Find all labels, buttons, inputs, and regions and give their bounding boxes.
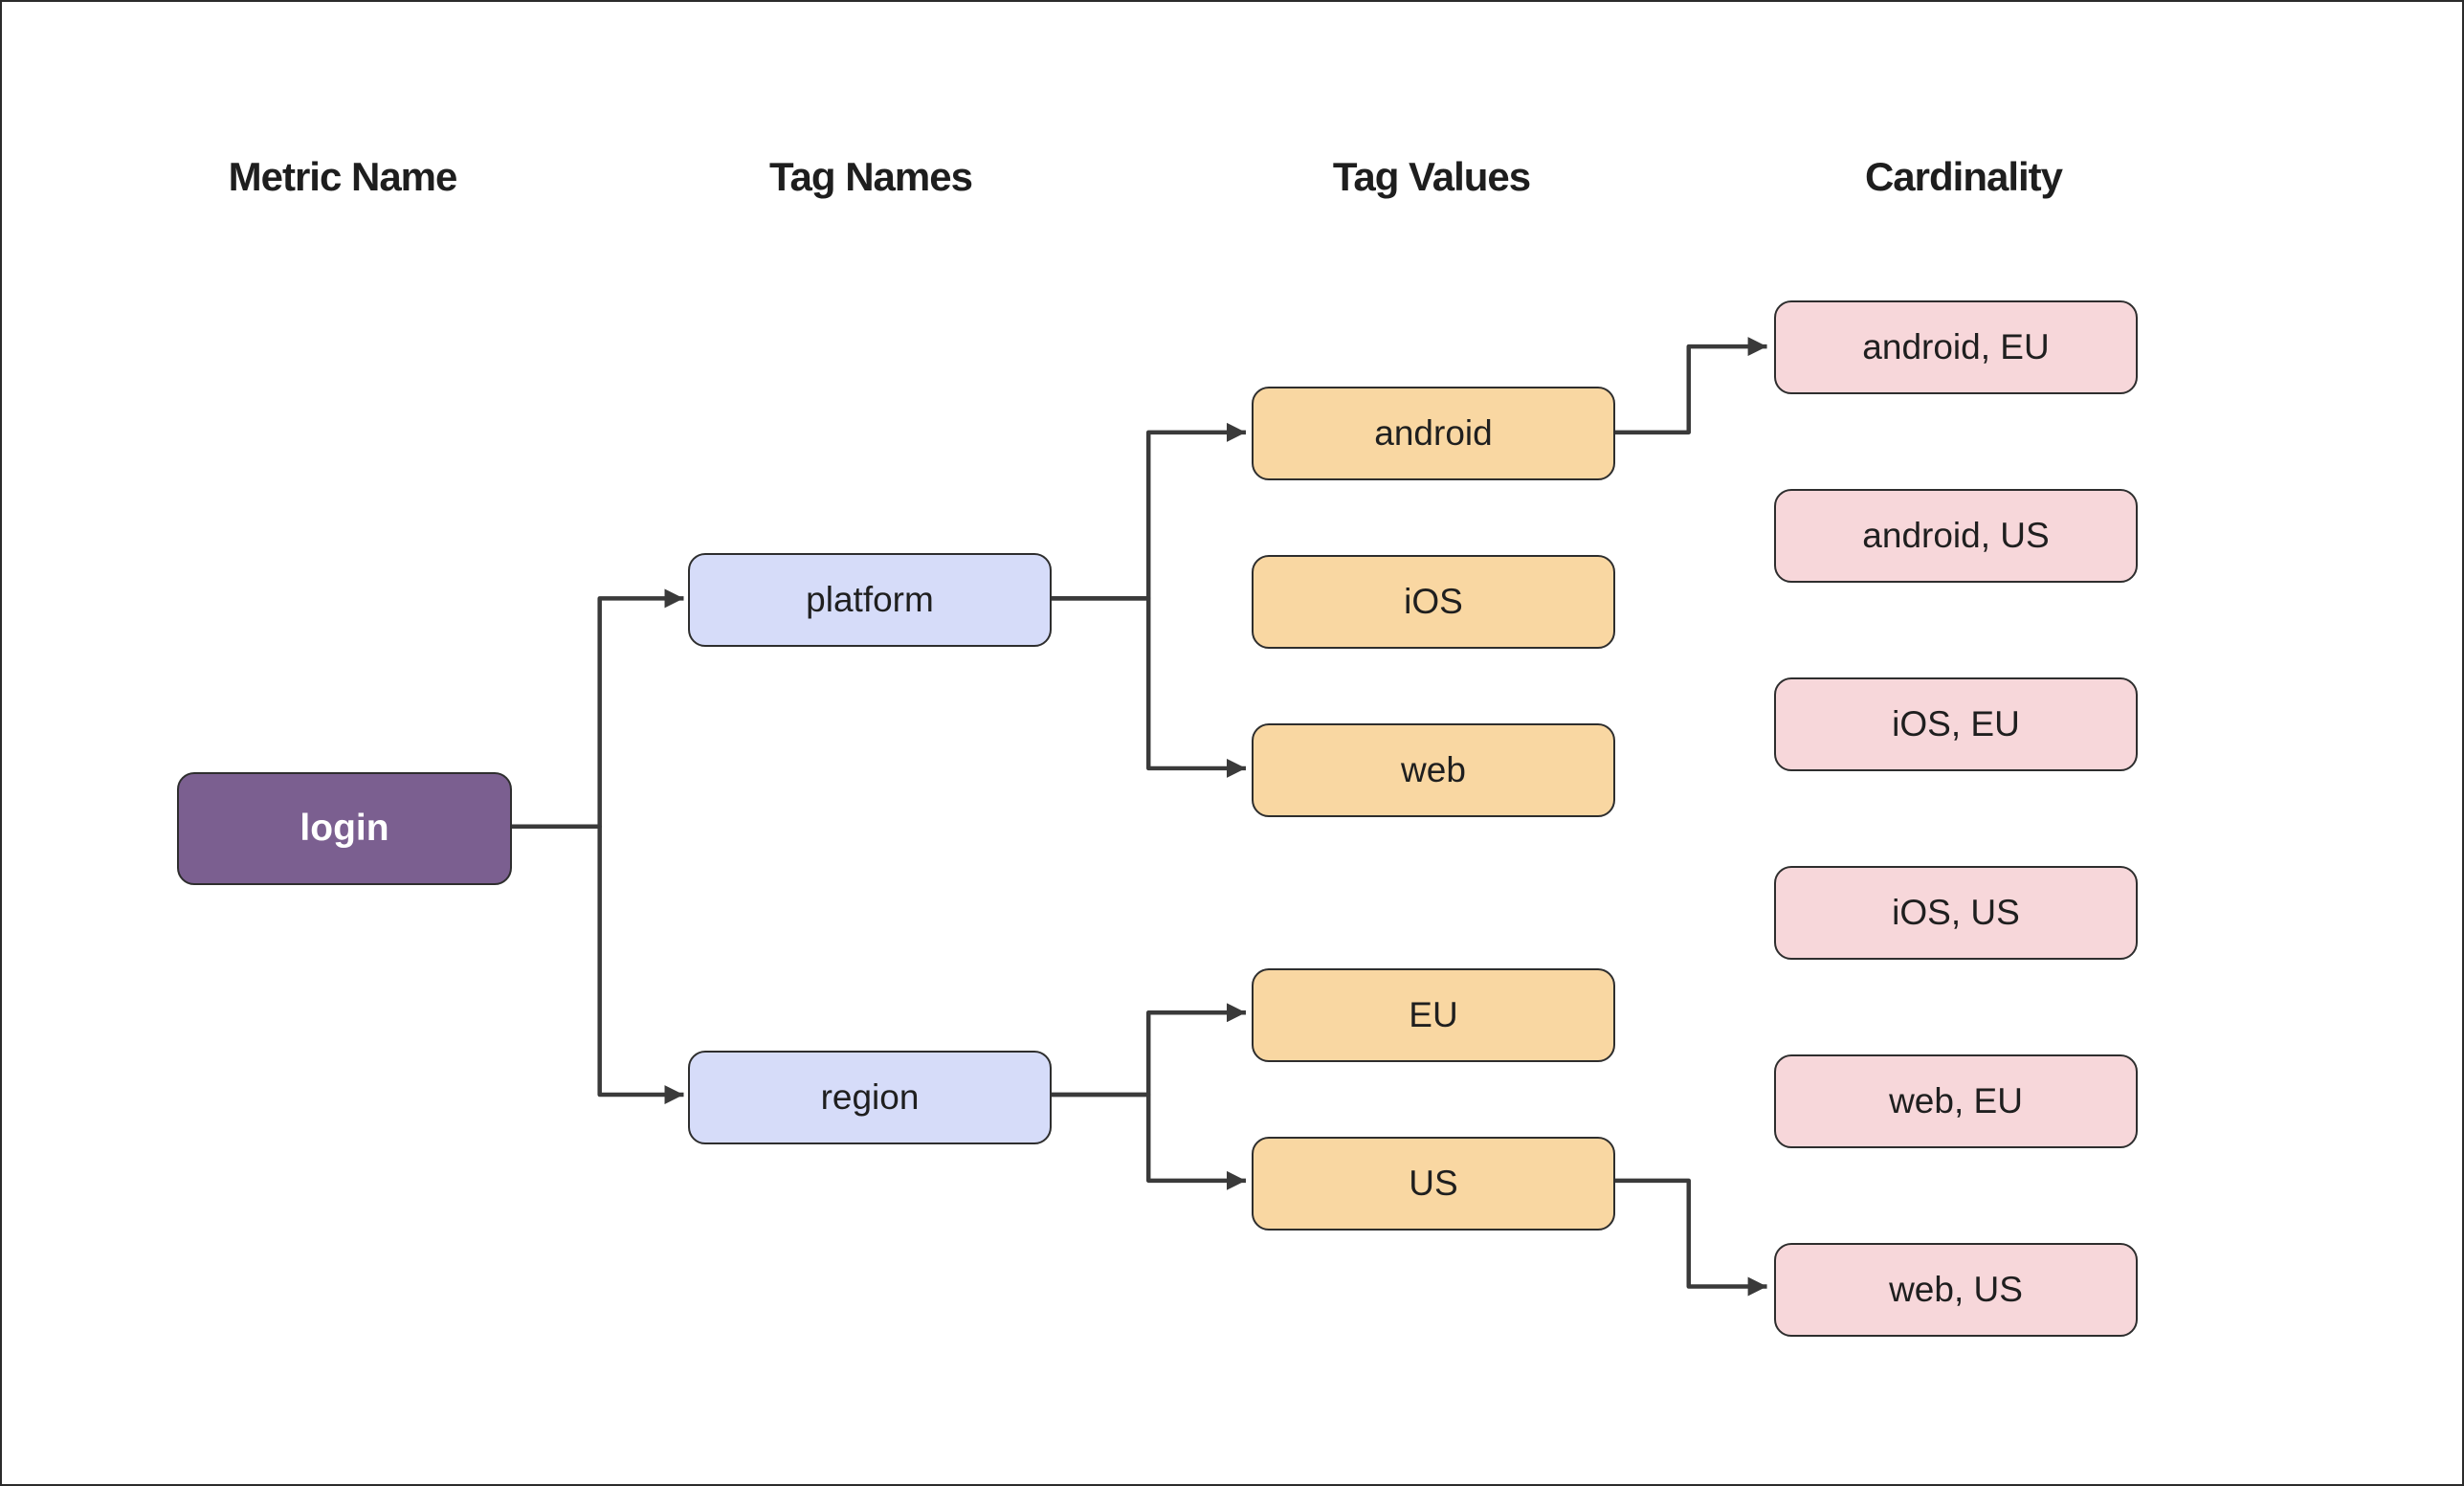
node-eu: EU — [1252, 968, 1615, 1062]
column-header-cardinality: Cardinality — [1864, 154, 2063, 199]
node-android-eu: android, EU — [1774, 300, 2138, 394]
node-platform: platform — [688, 553, 1052, 647]
column-header-tag-values: Tag Values — [1332, 154, 1531, 199]
node-web: web — [1252, 723, 1615, 817]
edge-login-region — [511, 824, 684, 1105]
edge-us-web-us — [1611, 1178, 1767, 1297]
node-web-us: web, US — [1774, 1243, 2138, 1337]
node-android: android — [1252, 387, 1615, 480]
edge-region-us — [1050, 1092, 1246, 1190]
edge-region-eu — [1050, 1003, 1246, 1098]
column-header-tag-names: Tag Names — [769, 154, 973, 199]
edge-login-platform — [511, 588, 684, 830]
column-header-metric-name: Metric Name — [228, 154, 458, 199]
node-region: region — [688, 1051, 1052, 1144]
edge-platform-android — [1050, 422, 1246, 601]
node-ios: iOS — [1252, 555, 1615, 649]
node-ios-us: iOS, US — [1774, 866, 2138, 960]
node-web-eu: web, EU — [1774, 1054, 2138, 1148]
edge-platform-web — [1050, 596, 1246, 778]
node-ios-eu: iOS, EU — [1774, 677, 2138, 771]
node-android-us: android, US — [1774, 489, 2138, 583]
node-login: login — [177, 772, 512, 885]
edge-android-android-eu — [1611, 337, 1767, 435]
node-us: US — [1252, 1137, 1615, 1231]
